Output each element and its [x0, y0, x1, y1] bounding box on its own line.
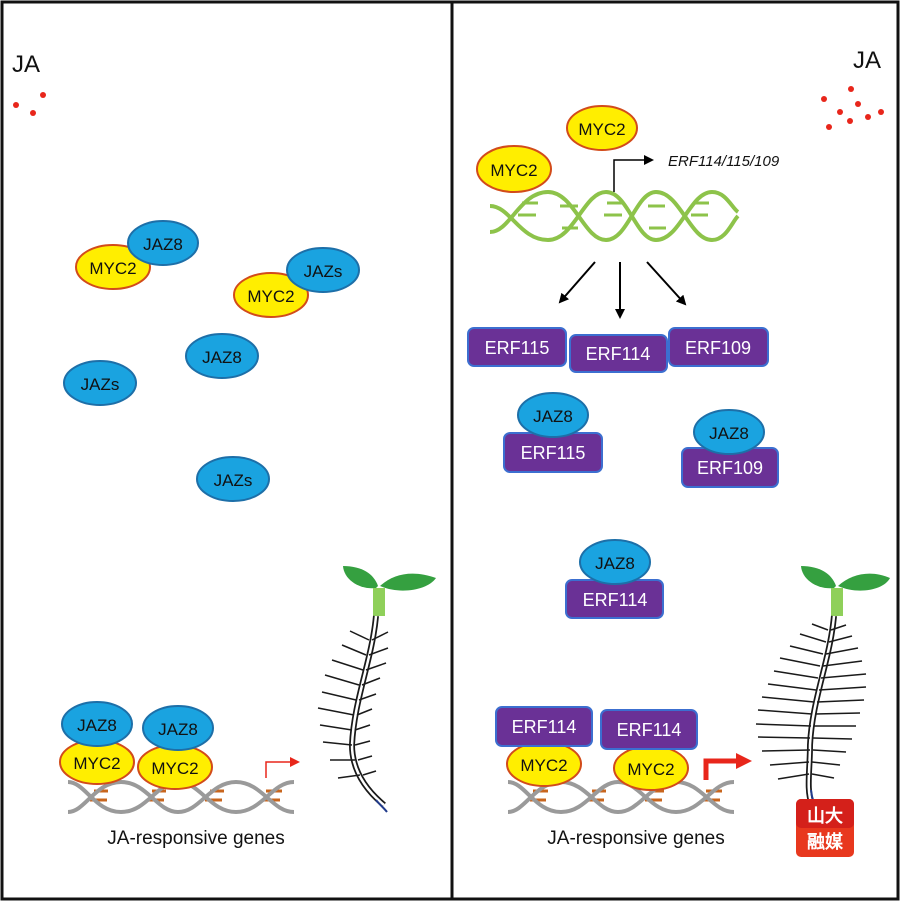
ja-molecule	[30, 110, 36, 116]
myc2-label: MYC2	[89, 259, 136, 278]
left-ja-label: JA	[12, 51, 40, 78]
right-myc2-free: MYC2	[566, 105, 638, 151]
right-bound-myc2: MYC2	[476, 145, 552, 193]
jaz8-label: JAZ8	[158, 720, 198, 739]
right-transcription-arrow	[613, 155, 654, 192]
jaz8-erf115-complex: ERF115 JAZ8	[503, 392, 603, 473]
jazs-label: JAZs	[214, 471, 253, 490]
erf114-box: ERF114	[569, 334, 668, 373]
myc2-label: MYC2	[247, 287, 294, 306]
jaz8-erf114-complex: ERF114 JAZ8	[565, 539, 664, 619]
left-free-jaz8: JAZ8	[185, 333, 259, 379]
right-bound-complex-1: MYC2 ERF114	[495, 706, 593, 787]
right-bound-complex-2: MYC2 ERF114	[600, 709, 698, 791]
left-seedling-icon	[317, 566, 436, 813]
jaz8-label: JAZ8	[202, 348, 242, 367]
left-transcription-arrowhead	[290, 757, 300, 767]
erf114-label: ERF114	[586, 344, 651, 364]
left-myc2-jaz8-complex: MYC2 JAZ8	[75, 220, 199, 290]
logo-row1: 山大	[807, 805, 843, 826]
left-bound-complex-1: MYC2 JAZ8	[59, 701, 135, 785]
left-ja-molecules	[13, 92, 46, 116]
right-promoter-dna	[507, 779, 735, 815]
jaz8-label: JAZ8	[533, 407, 573, 426]
myc2-label: MYC2	[578, 120, 625, 139]
right-ja-molecules	[821, 86, 884, 130]
left-myc2-jazs-complex: MYC2 JAZs	[233, 247, 360, 318]
jaz8-label: JAZ8	[595, 554, 635, 573]
myc2-label: MYC2	[627, 760, 674, 779]
jaz8-label: JAZ8	[143, 235, 183, 254]
right-genes-label: JA-responsive genes	[547, 828, 724, 849]
left-free-jazs-1: JAZs	[63, 360, 137, 406]
right-transcription-arrow-strong	[703, 758, 738, 780]
left-free-jazs-2: JAZs	[196, 456, 270, 502]
erf114-label: ERF114	[512, 717, 577, 737]
ja-molecule	[40, 92, 46, 98]
myc2-label: MYC2	[73, 754, 120, 773]
left-genes-label: JA-responsive genes	[107, 828, 284, 849]
jazs-label: JAZs	[81, 375, 120, 394]
erf115-label: ERF115	[485, 338, 550, 358]
myc2-label: MYC2	[151, 759, 198, 778]
right-transcription-arrowhead	[736, 753, 752, 769]
ja-molecule	[13, 102, 19, 108]
jaz8-label: JAZ8	[709, 424, 749, 443]
myc2-label: MYC2	[490, 161, 537, 180]
erf109-label: ERF109	[697, 458, 763, 478]
erf-gene-label: ERF114/115/109	[668, 153, 780, 170]
logo-row2: 融媒	[807, 831, 844, 852]
erf109-box: ERF109	[668, 327, 769, 367]
jaz8-erf109-complex: ERF109 JAZ8	[681, 409, 779, 488]
erf115-label: ERF115	[521, 443, 586, 463]
right-seedling-icon	[755, 566, 890, 813]
left-transcription-arrow	[265, 761, 290, 778]
erf114-label: ERF114	[583, 590, 648, 610]
right-dna-helix	[489, 189, 740, 243]
erf114-label: ERF114	[617, 720, 682, 740]
left-bound-complex-2: MYC2 JAZ8	[137, 705, 214, 790]
jaz8-label: JAZ8	[77, 716, 117, 735]
erf109-label: ERF109	[685, 338, 751, 358]
media-logo: 山大 融媒	[796, 799, 854, 857]
myc2-label: MYC2	[520, 756, 567, 775]
erf115-box: ERF115	[467, 327, 567, 367]
expression-arrows	[558, 261, 687, 319]
right-ja-label: JA	[853, 47, 881, 74]
jazs-label: JAZs	[304, 262, 343, 281]
